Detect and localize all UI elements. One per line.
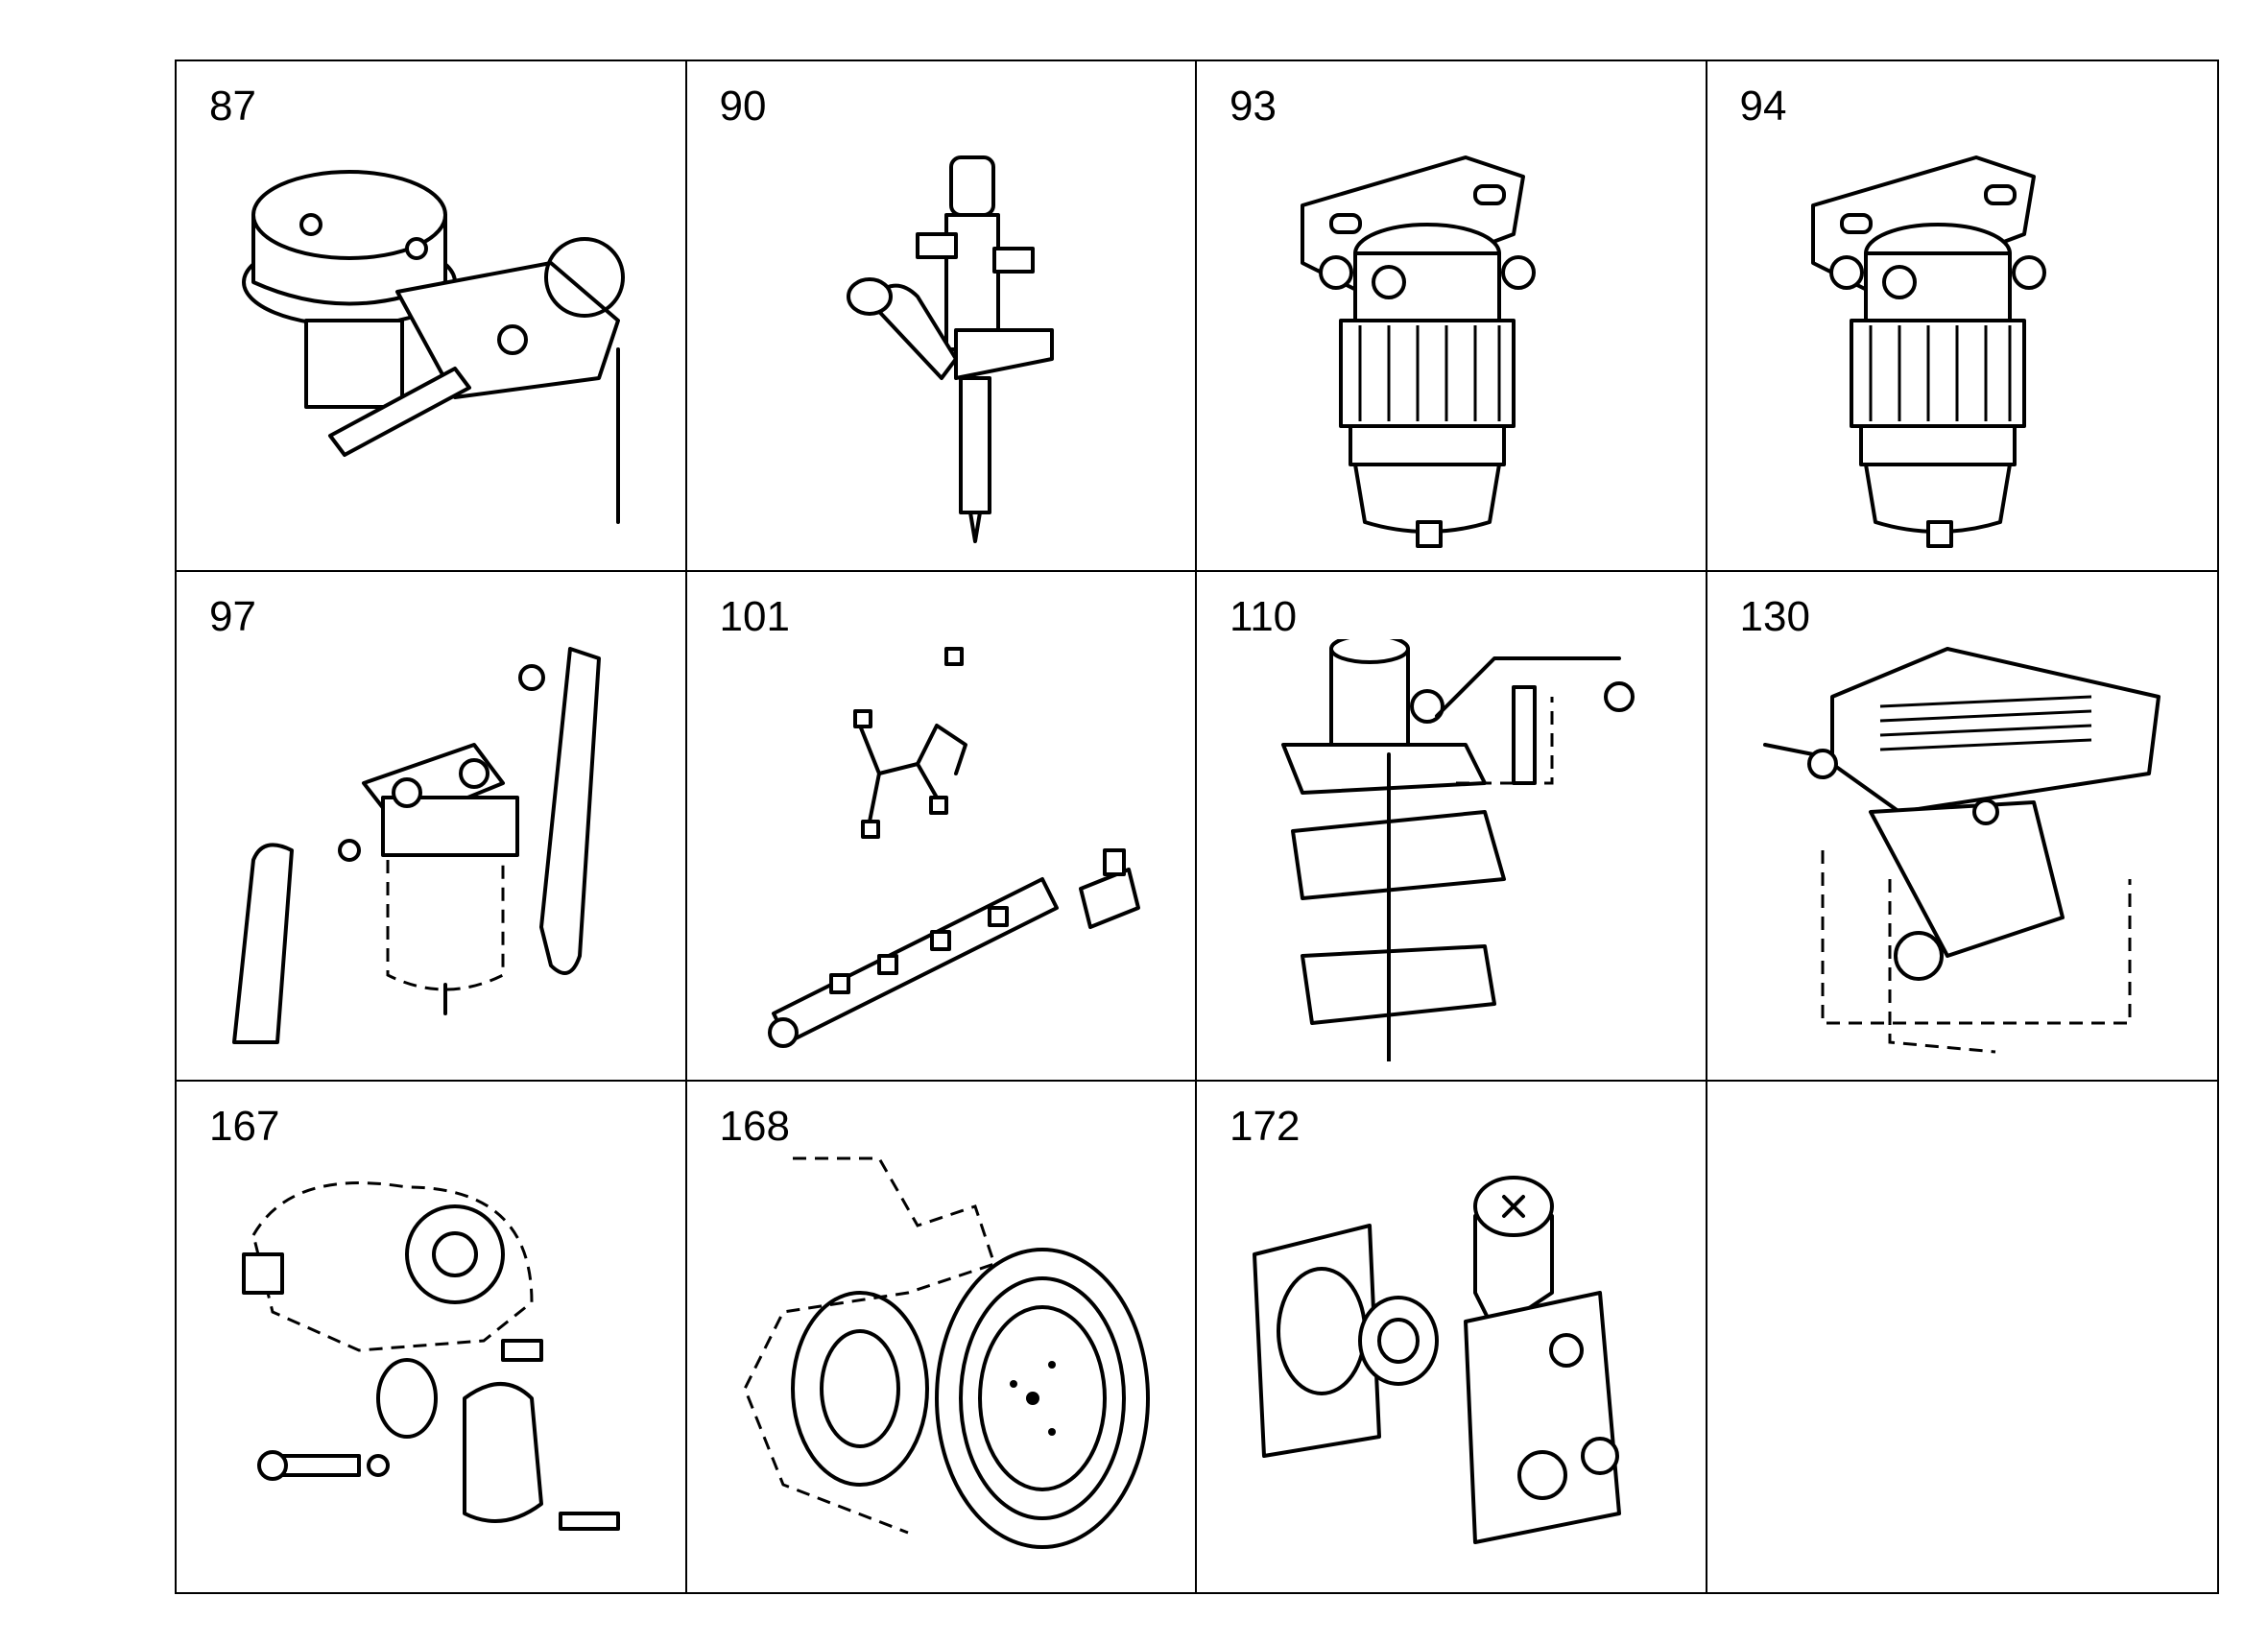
fuel-lift-pump-icon [242, 170, 625, 524]
part-cell[interactable]: 93 [1197, 61, 1707, 572]
fuel-filter-with-hoses-icon [232, 646, 601, 1044]
part-cell[interactable]: 110 [1197, 571, 1707, 1083]
part-number: 93 [1229, 83, 1277, 130]
fuel-rail-and-pipes-icon [767, 646, 1140, 1048]
part-cell[interactable]: 97 [177, 571, 687, 1083]
part-number: 110 [1229, 592, 1298, 640]
part-number: 167 [209, 1103, 280, 1151]
part-number: 87 [209, 83, 256, 130]
part-cell[interactable]: 87 [177, 61, 687, 572]
part-number: 101 [719, 592, 790, 640]
thermostat-housing-icon [1281, 638, 1635, 1061]
part-cell[interactable]: 172 [1197, 1082, 1707, 1592]
thermostat-and-housing-icon [1253, 1176, 1621, 1545]
oil-cooler-icon [1762, 646, 2161, 1054]
part-cell[interactable]: 94 [1707, 61, 2217, 572]
water-outlet-elbow-icon [242, 1181, 620, 1532]
part-cell[interactable]: 90 [686, 61, 1197, 572]
part-number: 97 [209, 592, 256, 640]
empty-cell [1707, 1082, 2218, 1592]
part-number: 130 [1739, 592, 1810, 640]
part-cell[interactable]: 130 [1707, 572, 2217, 1083]
part-cell[interactable]: 101 [686, 571, 1197, 1083]
water-pump-pulley-icon [742, 1156, 1150, 1550]
part-number: 168 [719, 1103, 790, 1151]
parts-grid: 87 90 93 [175, 60, 2219, 1594]
part-number: 172 [1229, 1103, 1301, 1151]
part-cell[interactable]: 167 [177, 1082, 687, 1592]
fuel-injector-icon [846, 155, 1054, 543]
fuel-filter-assembly-icon [1810, 155, 2046, 548]
fuel-filter-assembly-icon [1301, 155, 1536, 548]
part-number: 90 [719, 83, 767, 130]
part-cell[interactable]: 168 [687, 1082, 1197, 1592]
part-number: 94 [1739, 83, 1787, 130]
